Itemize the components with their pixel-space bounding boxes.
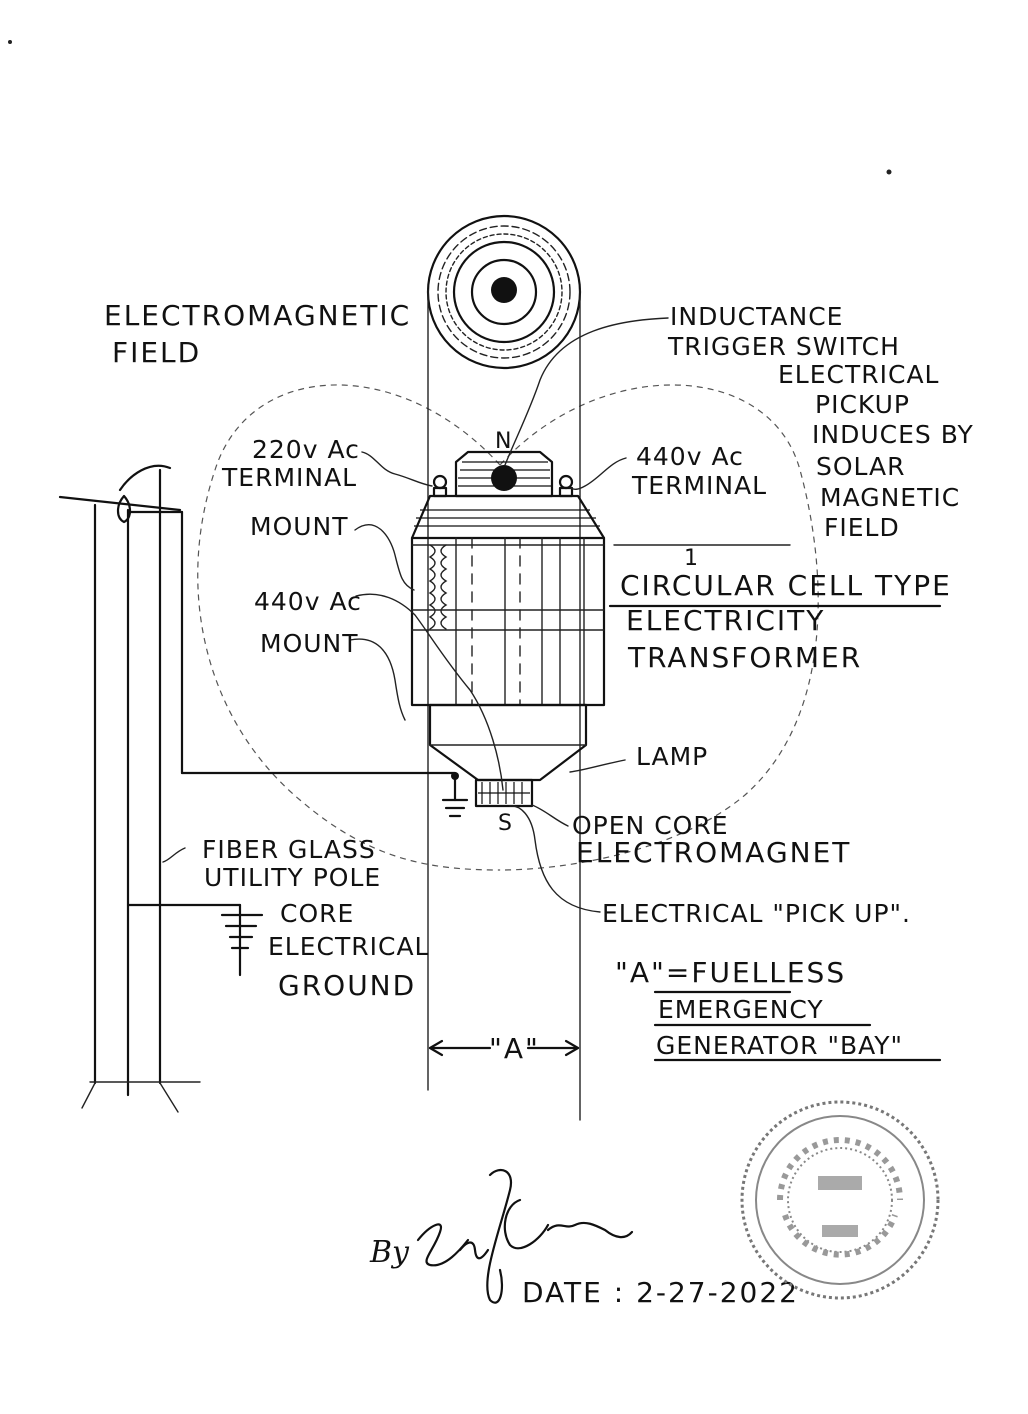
- terminal-440v: [558, 474, 574, 498]
- trigger-switch-dot: [491, 465, 517, 491]
- ground-label-line3: GROUND: [278, 969, 416, 1002]
- by-label: By: [369, 1235, 410, 1270]
- terminal-220v-label-line2: TERMINAL: [221, 463, 357, 492]
- inductance-label-line4: PICKUP: [815, 390, 910, 419]
- inductance-label-line1: INDUCTANCE: [670, 302, 843, 331]
- terminal-220v: [432, 474, 448, 498]
- date-label: DATE : 2-27-2022: [522, 1276, 799, 1309]
- ground-label-line1: CORE: [280, 899, 354, 928]
- transformer-body: [410, 494, 606, 707]
- signature-mark: [416, 1168, 634, 1304]
- lamp-section: [428, 703, 588, 782]
- mount-top-label: MOUNT: [250, 512, 349, 541]
- ac440-label: 440v Ac: [254, 587, 362, 616]
- transformer-label-line2: ELECTRICITY: [626, 604, 825, 637]
- coil-top-view: [426, 214, 582, 370]
- lamp-label: LAMP: [636, 742, 708, 771]
- open-core-electromagnet: [474, 778, 534, 808]
- inductance-label-line6: SOLAR: [816, 452, 906, 481]
- mount-bottom-label: MOUNT: [260, 629, 359, 658]
- bay-note-line2: EMERGENCY: [658, 995, 824, 1024]
- core-ground-symbol: [220, 903, 264, 977]
- speck-dot: [886, 169, 892, 175]
- terminal-220v-label-line1: 220v Ac: [252, 435, 360, 464]
- pickup-label: ELECTRICAL "PICK UP".: [602, 899, 911, 928]
- inductance-label-line7: MAGNETIC: [820, 483, 960, 512]
- inductance-label-line2: TRIGGER SWITCH: [667, 332, 900, 361]
- dimension-a-label: "A": [489, 1032, 540, 1065]
- transformer-ground-symbol: [441, 774, 469, 818]
- north-pole-label: N: [495, 429, 512, 454]
- inductance-label-line5: INDUCES BY: [812, 420, 974, 449]
- pole-label-line2: UTILITY POLE: [204, 863, 381, 892]
- terminal-440v-label-line1: 440v Ac: [636, 442, 744, 471]
- leader-lines: [162, 317, 942, 913]
- pole-label-line1: FIBER GLASS: [202, 835, 376, 864]
- dimension-a: [428, 1039, 580, 1057]
- corporate-seal-stamp: [740, 1100, 940, 1300]
- transformer-number-label: 1: [684, 546, 699, 571]
- bay-note-line1: "A"=FUELLESS: [615, 956, 846, 989]
- inductance-label-line8: FIELD: [824, 513, 900, 542]
- electromagnet-label-line1: OPEN CORE: [572, 811, 729, 840]
- ground-label-line2: ELECTRICAL: [268, 932, 429, 961]
- inductance-label-line3: ELECTRICAL: [778, 360, 939, 389]
- terminal-440v-label-line2: TERMINAL: [631, 471, 767, 500]
- bay-note-underlines: [653, 990, 942, 1062]
- speck-dot: [8, 40, 12, 44]
- electromagnetic-field-lines: [197, 384, 819, 871]
- wire-junction: [451, 772, 459, 780]
- south-pole-label: S: [498, 811, 513, 836]
- bay-note-line3: GENERATOR "BAY": [656, 1031, 903, 1060]
- transformer-label-line1: CIRCULAR CELL TYPE: [620, 569, 952, 602]
- electromagnet-label-line2: ELECTROMAGNET: [576, 836, 851, 869]
- transformer-label-line3: TRANSFORMER: [627, 641, 862, 674]
- field-label-line1: ELECTROMAGNETIC: [104, 299, 411, 332]
- field-label-line2: FIELD: [112, 336, 201, 369]
- fiber-glass-utility-pole: [58, 464, 242, 1113]
